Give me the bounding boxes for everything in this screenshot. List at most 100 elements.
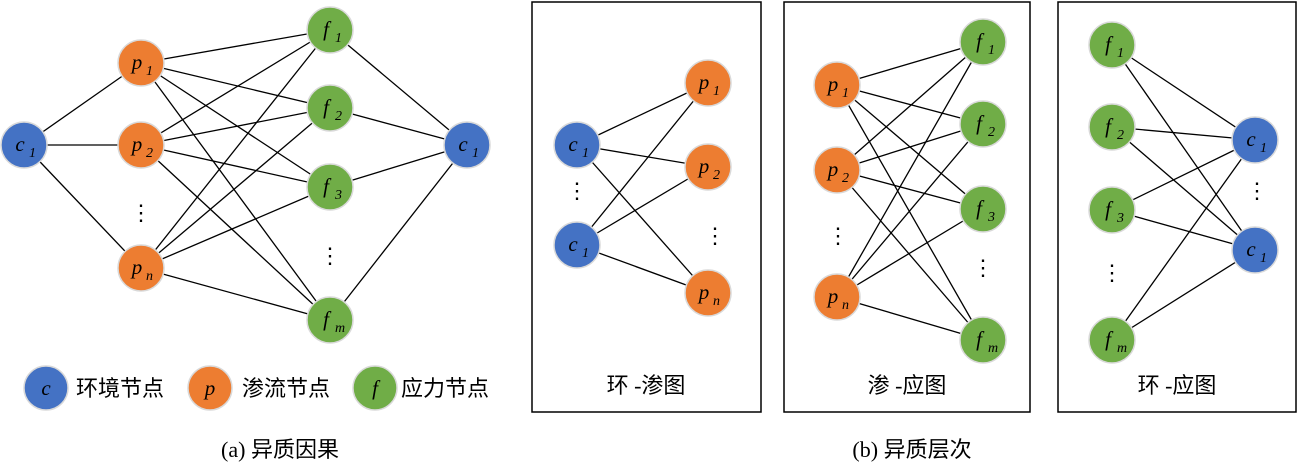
node-circle [306, 6, 354, 54]
legend-stress-label: 应力节点 [401, 376, 489, 401]
node-label: f [976, 111, 985, 135]
node-subscript: 1 [472, 146, 479, 161]
edge-b1-c1-to-b1-p1 [576, 82, 709, 146]
node-subscript: 1 [29, 146, 36, 161]
edge-a-p2-to-a-f3 [140, 144, 331, 188]
node-label: p [826, 157, 839, 181]
ellipsis-b3-c: ⋮ [1246, 178, 1268, 203]
node-subscript: m [335, 321, 345, 336]
edge-b3-f3-to-b3-c2 [1111, 209, 1256, 251]
node-label: f [323, 95, 332, 119]
node-circle [306, 163, 354, 211]
node-subscript: 1 [335, 31, 342, 46]
edge-b2-pn-to-b2-f3 [836, 208, 984, 298]
edge-a-f3-to-a-c-right [329, 144, 468, 188]
node-subscript: n [713, 294, 720, 309]
edge-b2-p2-to-b2-fm [836, 169, 984, 341]
edge-b1-c2-to-b1-p2 [576, 166, 709, 246]
edge-a-c-left-to-a-p1 [23, 62, 142, 146]
node-subscript: m [988, 341, 998, 356]
edge-a-f1-to-a-c-right [329, 29, 468, 146]
edge-b3-f1-to-b3-c2 [1111, 44, 1256, 251]
node-subscript: 3 [987, 210, 995, 225]
legend-stress-symbol: f [372, 376, 381, 400]
node-circle [553, 121, 601, 169]
edge-b2-p1-to-b2-f1 [836, 41, 984, 86]
node-label: f [976, 196, 985, 220]
node-label: p [130, 50, 143, 74]
node-subscript: 1 [146, 64, 153, 79]
edge-a-pn-to-a-f2 [140, 107, 331, 269]
node-subscript: 1 [582, 146, 589, 161]
node-label: p [130, 132, 143, 156]
ellipsis-a-p: ⋮ [130, 200, 152, 225]
node-circle [684, 143, 732, 191]
node-circle [117, 244, 165, 292]
legend-environment-symbol: c [41, 376, 51, 400]
node-label: p [130, 255, 143, 279]
node-label: f [1105, 197, 1114, 221]
node-subscript: 1 [1117, 46, 1124, 61]
edge-b3-f2-to-b3-c2 [1111, 126, 1256, 251]
node-subscript: 2 [988, 125, 995, 140]
ellipsis-b1-p: ⋮ [704, 223, 726, 248]
edge-b2-p1-to-b2-fm [836, 84, 984, 341]
node-circle [443, 121, 491, 169]
node-circle [1088, 21, 1136, 69]
node-subscript: 3 [1116, 211, 1124, 226]
edge-a-c-left-to-a-pn [23, 144, 142, 269]
edge-b2-pn-to-b2-f2 [836, 123, 984, 298]
node-label: f [323, 174, 332, 198]
edge-b2-p2-to-b2-f3 [836, 169, 984, 210]
node-circle [0, 121, 48, 169]
node-subscript: 1 [1260, 141, 1267, 156]
node-circle [1088, 186, 1136, 234]
node-label: f [976, 327, 985, 351]
legend-seepage-label: 渗流节点 [242, 376, 330, 401]
node-circle [553, 221, 601, 269]
node-circle [959, 18, 1007, 66]
node-label: c [568, 132, 578, 156]
edge-b3-fm-to-b3-c2 [1111, 249, 1256, 341]
node-label: f [1105, 32, 1114, 56]
panel-frame-env-seepage [531, 1, 762, 413]
node-label: f [976, 29, 985, 53]
node-circle [813, 146, 861, 194]
node-subscript: 1 [713, 84, 720, 99]
node-label: c [1246, 127, 1256, 151]
node-subscript: n [842, 298, 849, 313]
node-subscript: 3 [334, 188, 342, 203]
node-subscript: 1 [842, 86, 849, 101]
node-label: c [1246, 237, 1256, 261]
node-subscript: 2 [713, 168, 720, 183]
node-circle [813, 273, 861, 321]
panel-title-env-stress: 环 -应图 [1138, 373, 1217, 398]
edge-a-p1-to-a-f3 [140, 62, 331, 188]
legend-environment-swatch [23, 365, 69, 411]
edge-a-p2-to-a-fm [140, 144, 331, 321]
node-label: c [568, 232, 578, 256]
edges-layer [23, 29, 1256, 341]
edge-b1-c1-to-b1-pn [576, 144, 709, 294]
edge-b3-f3-to-b3-c1 [1111, 139, 1256, 211]
edge-b3-f2-to-b3-c1 [1111, 126, 1256, 141]
ellipsis-b2-p: ⋮ [827, 223, 849, 248]
node-circle [813, 61, 861, 109]
node-label: f [323, 307, 332, 331]
edge-b2-p1-to-b2-f2 [836, 84, 984, 125]
edge-a-pn-to-a-f3 [140, 186, 331, 269]
edge-a-fm-to-a-c-right [329, 144, 468, 321]
